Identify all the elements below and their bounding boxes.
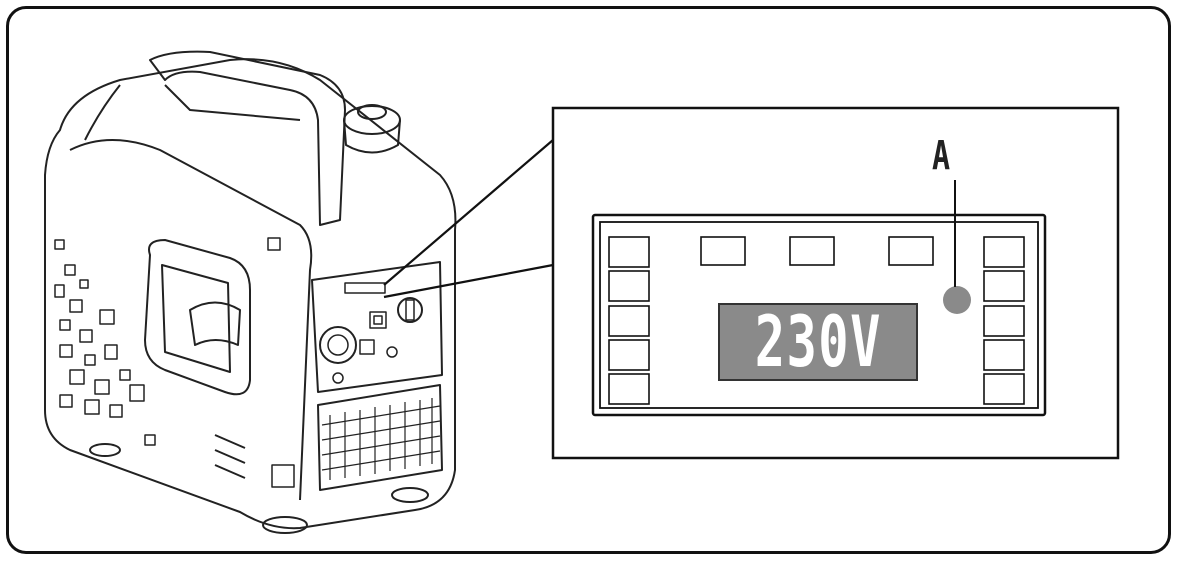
top-indicator-row [700, 236, 934, 266]
left-indicator-4 [608, 339, 650, 371]
fuel-cap [343, 104, 401, 154]
left-indicator-5 [608, 373, 650, 405]
left-indicator-2 [608, 270, 650, 302]
voltage-readout: 230V [718, 303, 918, 381]
top-indicator-3 [888, 236, 934, 266]
leader-line-upper [383, 139, 554, 286]
left-indicator-1 [608, 236, 650, 268]
generator-body-outline [44, 58, 457, 530]
right-indicator-column [983, 236, 1025, 405]
control-panel [311, 261, 443, 393]
side-pattern [54, 239, 156, 446]
right-indicator-3 [983, 305, 1025, 337]
top-indicator-2 [789, 236, 835, 266]
leader-line-lower [383, 263, 554, 299]
callout-label-a: A [932, 133, 951, 179]
left-indicator-3 [608, 305, 650, 337]
voltage-readout-text: 230V [754, 303, 882, 381]
generator-handle [149, 50, 346, 226]
top-indicator-1 [700, 236, 746, 266]
right-indicator-5 [983, 373, 1025, 405]
side-grip [144, 239, 251, 396]
right-indicator-4 [983, 339, 1025, 371]
figure-frame [6, 6, 1171, 554]
generator-illustration [44, 50, 457, 534]
indicator-light-a [943, 286, 971, 314]
right-indicator-1 [983, 236, 1025, 268]
right-indicator-2 [983, 270, 1025, 302]
callout-leaders [383, 139, 554, 299]
left-indicator-column [608, 236, 650, 405]
front-grille [317, 384, 443, 491]
